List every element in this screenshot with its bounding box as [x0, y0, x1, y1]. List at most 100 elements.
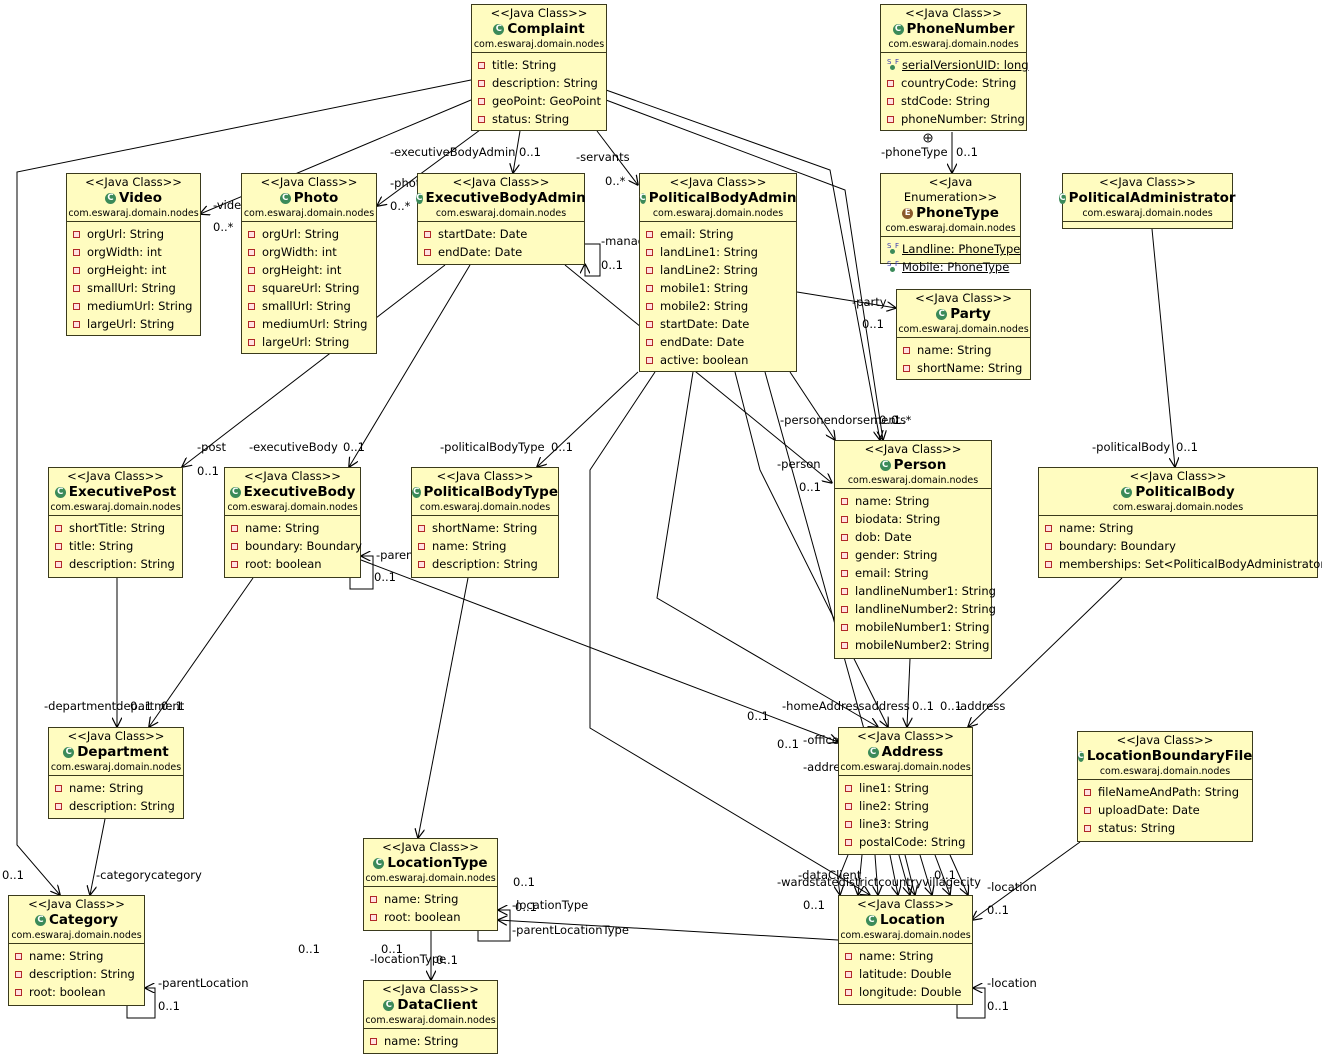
attribute-row[interactable]: shortTitle: String — [55, 519, 176, 537]
package-label: com.eswaraj.domain.nodes — [840, 930, 971, 941]
attribute-row[interactable]: postalCode: String — [845, 833, 966, 851]
attribute-row[interactable]: memberships: Set<PoliticalBodyAdministra… — [1045, 555, 1322, 573]
attribute-row[interactable]: landLine2: String — [646, 261, 790, 279]
attribute-row[interactable]: line2: String — [845, 797, 966, 815]
attribute-row[interactable]: phoneNumber: String — [887, 110, 1025, 128]
attribute-row[interactable]: name: String — [370, 1032, 491, 1050]
attribute-row[interactable]: endDate: Date — [646, 333, 790, 351]
attribute-row[interactable]: latitude: Double — [845, 965, 966, 983]
attribute-row[interactable]: stdCode: String — [887, 92, 1020, 110]
attribute-row[interactable]: name: String — [841, 492, 985, 510]
attribute-row[interactable]: countryCode: String — [887, 74, 1020, 92]
attribute-row[interactable]: name: String — [370, 890, 491, 908]
attribute-row[interactable]: status: String — [1084, 819, 1246, 837]
attribute-row[interactable]: description: String — [55, 555, 176, 573]
attribute-row[interactable]: dob: Date — [841, 528, 985, 546]
attribute-row[interactable]: description: String — [55, 797, 177, 815]
attribute-row[interactable]: description: String — [15, 965, 138, 983]
attribute-row[interactable]: largeUrl: String — [73, 315, 194, 333]
attribute-row[interactable]: landlineNumber1: String — [841, 582, 996, 600]
attribute-row[interactable]: name: String — [418, 537, 552, 555]
attribute-row[interactable]: uploadDate: Date — [1084, 801, 1246, 819]
private-field-icon — [841, 497, 848, 505]
attribute-row[interactable]: gender: String — [841, 546, 985, 564]
attribute-row[interactable]: startDate: Date — [424, 225, 578, 243]
attribute-row[interactable]: name: String — [1045, 519, 1311, 537]
attribute-row[interactable]: smallUrl: String — [73, 279, 194, 297]
attribute-row[interactable]: orgHeight: int — [248, 261, 370, 279]
attribute-row[interactable]: geoPoint: GeoPoint — [478, 92, 601, 110]
attribute-row[interactable]: largeUrl: String — [248, 333, 370, 351]
attribute-row[interactable]: mediumUrl: String — [73, 297, 194, 315]
attribute-row[interactable]: root: boolean — [231, 555, 354, 573]
attribute-row[interactable]: title: String — [478, 56, 600, 74]
attribute-row[interactable]: biodata: String — [841, 510, 985, 528]
attribute-row[interactable]: smallUrl: String — [248, 297, 370, 315]
attribute-row[interactable]: orgHeight: int — [73, 261, 194, 279]
attribute-row[interactable]: name: String — [231, 519, 354, 537]
attribute-row[interactable]: root: boolean — [15, 983, 138, 1001]
attribute-row[interactable]: email: String — [841, 564, 985, 582]
attribute-row[interactable]: line3: String — [845, 815, 966, 833]
attribute-row[interactable]: squareUrl: String — [248, 279, 370, 297]
attribute-row[interactable]: title: String — [55, 537, 176, 555]
attribute-row[interactable]: boundary: Boundary — [231, 537, 362, 555]
attribute-row[interactable]: name: String — [845, 947, 966, 965]
attribute-row[interactable]: status: String — [478, 110, 600, 128]
attribute-row[interactable]: mobileNumber1: String — [841, 618, 989, 636]
attribute-row[interactable]: active: boolean — [646, 351, 790, 369]
attribute-row[interactable]: landlineNumber2: String — [841, 600, 996, 618]
class-name-text: Video — [119, 190, 162, 206]
attribute-row[interactable]: longitude: Double — [845, 983, 966, 1001]
attribute-row[interactable]: mobile1: String — [646, 279, 790, 297]
attribute-text: description: String — [29, 967, 135, 981]
edge-label: -politicalBodyType — [440, 440, 545, 454]
attribute-row[interactable]: landLine1: String — [646, 243, 790, 261]
attribute-row[interactable]: description: String — [478, 74, 600, 92]
attribute-row[interactable]: name: String — [15, 947, 138, 965]
attribute-row[interactable]: root: boolean — [370, 908, 491, 926]
attribute-row[interactable]: mobile2: String — [646, 297, 790, 315]
attribute-row[interactable]: description: String — [418, 555, 552, 573]
attribute-row[interactable]: boundary: Boundary — [1045, 537, 1311, 555]
attribute-row[interactable]: shortName: String — [418, 519, 552, 537]
attribute-row[interactable]: shortName: String — [903, 359, 1024, 377]
attribute-row[interactable]: fileNameAndPath: String — [1084, 783, 1246, 801]
attribute-row[interactable]: orgUrl: String — [248, 225, 370, 243]
attribute-row[interactable]: name: String — [903, 341, 1024, 359]
attribute-row[interactable]: orgUrl: String — [73, 225, 194, 243]
attribute-row[interactable]: name: String — [55, 779, 177, 797]
attribute-row[interactable]: email: String — [646, 225, 790, 243]
attribute-row[interactable]: orgWidth: int — [248, 243, 370, 261]
attribute-row[interactable]: orgWidth: int — [73, 243, 194, 261]
attribute-row[interactable]: endDate: Date — [424, 243, 578, 261]
attribute-row[interactable]: startDate: Date — [646, 315, 790, 333]
attribute-row[interactable]: mediumUrl: String — [248, 315, 370, 333]
attribute-row[interactable]: line1: String — [845, 779, 966, 797]
attribute-row[interactable]: mobileNumber2: String — [841, 636, 989, 654]
